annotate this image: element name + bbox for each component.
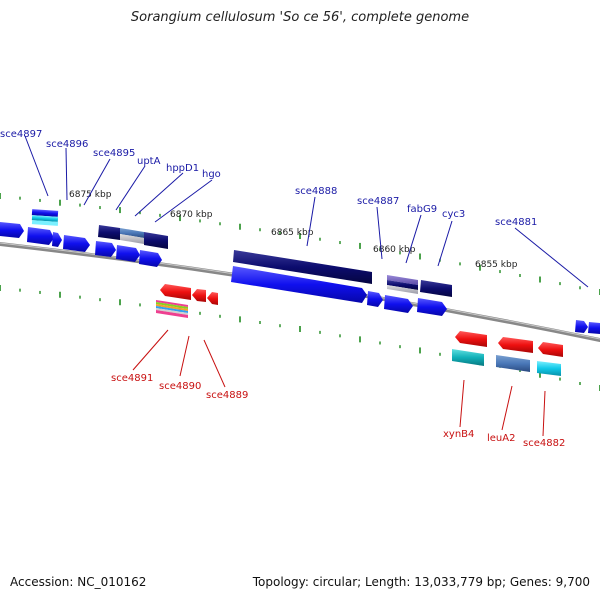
gene-block[interactable] <box>156 302 188 309</box>
cds-arrow[interactable] <box>52 232 62 247</box>
plus-gene-labels: sce4897 sce4896 sce4895 uptA hppD1 hgo s… <box>0 129 537 228</box>
minus-strand-genes <box>156 300 561 376</box>
gene-block[interactable] <box>156 304 188 311</box>
cds-arrow[interactable] <box>192 289 206 302</box>
gene-label-minus[interactable]: sce4889 <box>206 390 248 401</box>
cds-arrow[interactable] <box>139 250 162 267</box>
cds-arrow[interactable] <box>27 227 54 245</box>
outer-tick-track <box>0 193 600 295</box>
minus-gene-labels: sce4891 sce4890 sce4889 xynB4 leuA2 sce4… <box>111 373 565 449</box>
gene-block[interactable] <box>31 209 59 217</box>
cds-arrow[interactable] <box>367 291 383 307</box>
minus-label-leaders <box>132 329 546 437</box>
gene-block[interactable] <box>156 300 188 307</box>
gene-label-minus[interactable]: leuA2 <box>487 433 515 444</box>
gene-block[interactable] <box>98 225 120 240</box>
gene-block[interactable] <box>120 234 144 244</box>
gene-label-plus[interactable]: fabG9 <box>407 204 437 215</box>
cds-arrow[interactable] <box>160 284 191 300</box>
genome-title: Sorangium cellulosum 'So ce 56', complet… <box>130 10 470 25</box>
kbp-label: 6870 kbp <box>170 210 213 220</box>
genome-summary-text: Topology: circular; Length: 13,033,779 b… <box>252 575 590 589</box>
gene-block[interactable] <box>387 275 418 285</box>
plus-strand-genes <box>31 209 452 297</box>
accession-text: Accession: NC_010162 <box>10 575 147 589</box>
kbp-label: 6865 kbp <box>271 228 314 238</box>
gene-label-plus[interactable]: hgo <box>202 169 221 180</box>
plus-strand-cds <box>0 222 600 334</box>
gene-label-plus[interactable]: sce4896 <box>46 139 88 150</box>
cds-arrow[interactable] <box>231 266 367 303</box>
cds-arrow[interactable] <box>384 295 413 313</box>
gene-block[interactable] <box>420 280 452 297</box>
cds-arrow[interactable] <box>0 222 24 238</box>
gene-label-minus[interactable]: sce4882 <box>523 438 565 449</box>
gene-block[interactable] <box>156 308 188 315</box>
cds-arrow[interactable] <box>575 320 588 333</box>
kbp-label: 6860 kbp <box>373 245 416 255</box>
gene-block[interactable] <box>387 280 418 290</box>
gene-label-plus[interactable]: sce4887 <box>357 196 399 207</box>
gene-block[interactable] <box>144 232 168 249</box>
cds-arrow[interactable] <box>538 342 563 357</box>
gene-label-minus[interactable]: xynB4 <box>443 429 474 440</box>
kbp-label: 6855 kbp <box>475 260 518 270</box>
minus-strand-cds <box>160 284 563 357</box>
gene-label-plus[interactable]: sce4888 <box>295 186 337 197</box>
cds-arrow[interactable] <box>63 235 90 252</box>
gene-block[interactable] <box>387 285 418 294</box>
gene-block[interactable] <box>31 220 59 226</box>
gene-block[interactable] <box>156 310 188 318</box>
cds-arrow[interactable] <box>116 245 140 262</box>
gene-block[interactable] <box>233 250 372 284</box>
plus-label-leaders <box>24 135 589 288</box>
cds-arrow[interactable] <box>588 322 600 334</box>
gene-block[interactable] <box>452 349 484 366</box>
gene-block[interactable] <box>537 361 561 376</box>
kbp-label: 6875 kbp <box>69 190 112 200</box>
gene-block[interactable] <box>496 355 530 372</box>
gene-label-minus[interactable]: sce4891 <box>111 373 153 384</box>
gene-label-plus[interactable]: cyc3 <box>442 209 465 220</box>
gene-label-plus[interactable]: sce4897 <box>0 129 42 140</box>
cds-arrow[interactable] <box>498 337 533 353</box>
gene-label-plus[interactable]: uptA <box>137 156 161 167</box>
gene-block[interactable] <box>156 306 188 313</box>
gene-label-plus[interactable]: hppD1 <box>166 163 199 174</box>
gene-label-minus[interactable]: sce4890 <box>159 381 201 392</box>
cds-arrow[interactable] <box>417 298 447 316</box>
gene-label-plus[interactable]: sce4895 <box>93 148 135 159</box>
kbp-scale-labels: 6875 kbp 6870 kbp 6865 kbp 6860 kbp 6855 kbp <box>69 190 518 270</box>
cds-arrow[interactable] <box>207 292 218 305</box>
cds-arrow[interactable] <box>455 331 487 347</box>
cds-arrow[interactable] <box>95 241 116 257</box>
gene-label-plus[interactable]: sce4881 <box>495 217 537 228</box>
gene-block[interactable] <box>120 228 144 238</box>
gene-block[interactable] <box>31 215 59 222</box>
